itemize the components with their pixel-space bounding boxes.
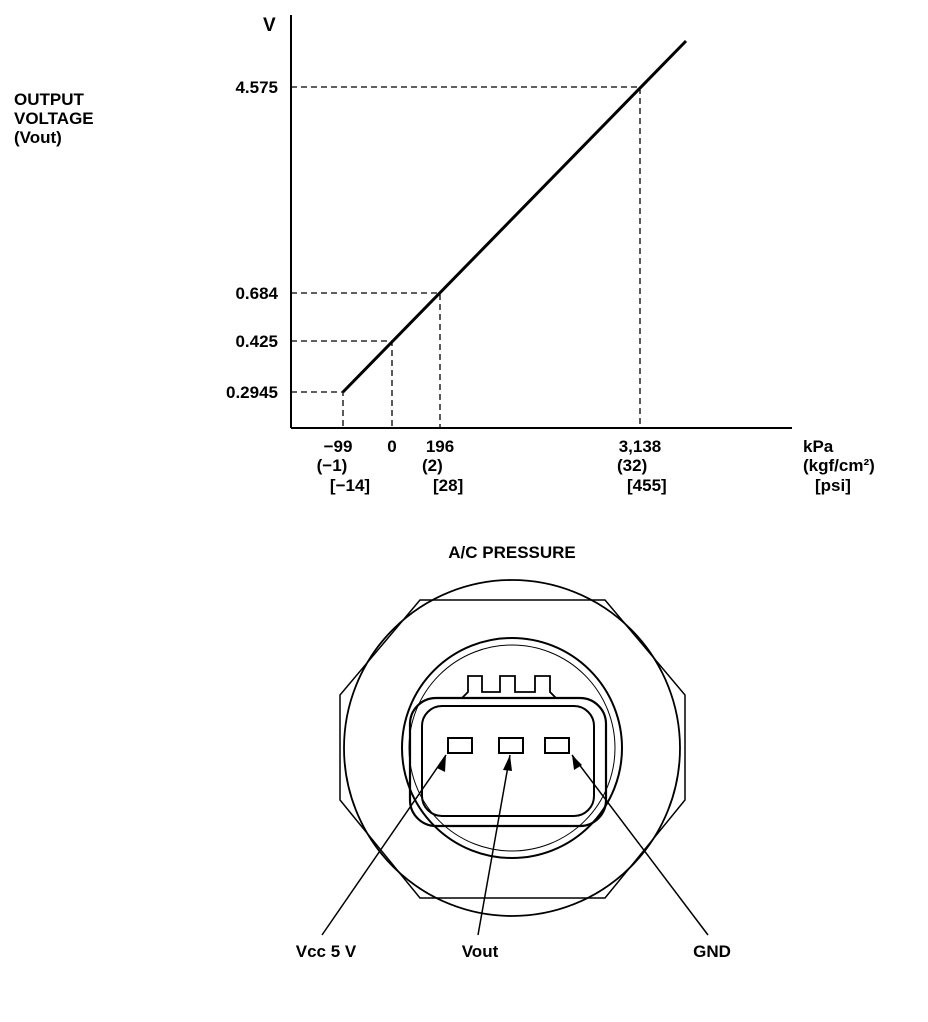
pin-label-vout: Vout	[461, 942, 499, 961]
y-axis-title: OUTPUT VOLTAGE (Vout)	[14, 90, 94, 147]
pin-label-vcc: Vcc 5 V	[295, 942, 357, 961]
locking-tabs	[461, 675, 557, 699]
x-tick-psi: [455]	[627, 476, 667, 495]
guide-0425	[291, 340, 393, 428]
y-tick-label: 0.684	[235, 284, 278, 303]
connector-title: A/C PRESSURE	[448, 543, 576, 562]
x-tick-kpa: 196	[425, 437, 455, 456]
connector-shell	[401, 637, 623, 859]
x-tick-psi: [−14]	[329, 476, 371, 495]
guide-0684	[291, 292, 441, 428]
x-tick-kpa: 0	[387, 437, 397, 456]
leader-vcc	[321, 754, 447, 936]
guide-4575	[291, 86, 641, 428]
leader-vout	[477, 754, 511, 936]
characteristic-line	[341, 39, 688, 394]
leader-gnd	[571, 754, 709, 936]
x-tick-kgf: (2)	[422, 456, 443, 475]
guide-02945	[291, 391, 344, 428]
x-unit-psi: [psi]	[815, 476, 851, 495]
connector-housing	[408, 696, 608, 828]
y-unit-label: V	[263, 15, 276, 36]
x-unit-kpa: kPa	[803, 437, 834, 456]
pin-label-gnd: GND	[693, 942, 731, 961]
terminal-vcc	[447, 737, 473, 754]
arrowhead-gnd	[572, 755, 582, 770]
y-tick-label: 4.575	[235, 78, 278, 97]
x-unit-kgf: (kgf/cm²)	[803, 456, 875, 475]
arrowhead-vcc	[437, 755, 446, 772]
terminal-gnd	[544, 737, 570, 754]
x-tick-kgf: (32)	[617, 456, 648, 475]
x-tick-kgf: (−1)	[316, 456, 348, 475]
y-tick-label: 0.2945	[226, 383, 278, 402]
x-tick-kpa: −99	[323, 437, 353, 456]
connector-housing-inner	[421, 705, 595, 817]
hex-body	[339, 599, 686, 899]
x-tick-psi: [28]	[433, 476, 464, 495]
terminal-vout	[498, 737, 524, 754]
outer-ring	[343, 579, 681, 917]
x-tick-kpa: 3,138	[618, 437, 662, 456]
arrowhead-vout	[503, 755, 512, 771]
y-tick-label: 0.425	[235, 332, 278, 351]
